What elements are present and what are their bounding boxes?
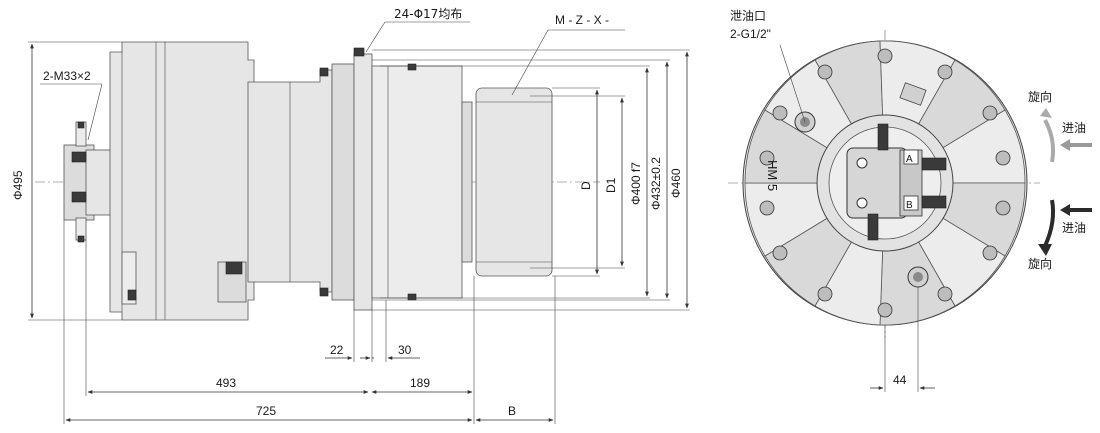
front-valve-block	[846, 147, 908, 219]
drain-label-1: 泄油口	[730, 9, 766, 23]
d1-label: D1	[604, 177, 618, 193]
valve-adapter	[85, 149, 113, 216]
holes-label: 24-Φ17均布	[394, 7, 462, 21]
front-fitting-bottom	[867, 213, 879, 241]
mounting-flange	[353, 53, 373, 311]
output-shaft	[475, 87, 553, 277]
pilot	[461, 101, 473, 263]
front-fitting-b	[921, 195, 947, 209]
mounting-flange-rear	[331, 63, 355, 301]
b-label: B	[508, 404, 516, 418]
front-fitting-top	[877, 123, 889, 151]
d725-label: 725	[256, 404, 276, 418]
bolt-holes	[759, 48, 1011, 318]
d30-label: 30	[398, 343, 412, 357]
front-fitting-a	[921, 157, 947, 171]
d493-label: 493	[216, 376, 236, 390]
rotation-bottom-label: 旋向	[1028, 256, 1052, 271]
front-view: A B HM 5 泄油口 2-G1/2" 44 旋向 进油 进油 旋向	[728, 9, 1092, 392]
phi400-label: Φ400 f7	[629, 162, 643, 205]
d22-label: 22	[330, 343, 344, 357]
phi460-label: Φ460	[669, 168, 683, 198]
rotation-arrow-lower	[1043, 199, 1056, 247]
fitting-cap-upper	[77, 121, 85, 129]
port-fitting-upper	[71, 151, 87, 163]
rotation-arrow-upper	[1043, 119, 1056, 163]
inlet-top-label: 进油	[1062, 121, 1086, 135]
inlet-bottom-label: 进油	[1062, 221, 1086, 235]
phi495-label: Φ495	[11, 170, 25, 200]
port-a-label: A	[906, 154, 913, 165]
front-housing	[371, 65, 463, 299]
rotation-top-label: 旋向	[1028, 89, 1052, 104]
d189-label: 189	[410, 376, 430, 390]
d-label: D	[579, 181, 593, 190]
phi432-label: Φ432±0.2	[649, 157, 663, 210]
d44-label: 44	[893, 373, 907, 387]
nameplate-label: HM 5	[765, 160, 780, 191]
drain-label-2: 2-G1/2"	[730, 27, 771, 41]
port-fitting-lower	[71, 191, 87, 203]
fitting-cap-lower	[77, 235, 85, 243]
model-label: M - Z - X -	[555, 13, 609, 27]
side-view: Φ495 D D1 Φ400 f7 Φ432±0.2 Φ460 24-Φ17均布…	[11, 7, 690, 424]
m33-label: 2-M33×2	[43, 69, 91, 83]
port-b-label: B	[906, 200, 913, 211]
